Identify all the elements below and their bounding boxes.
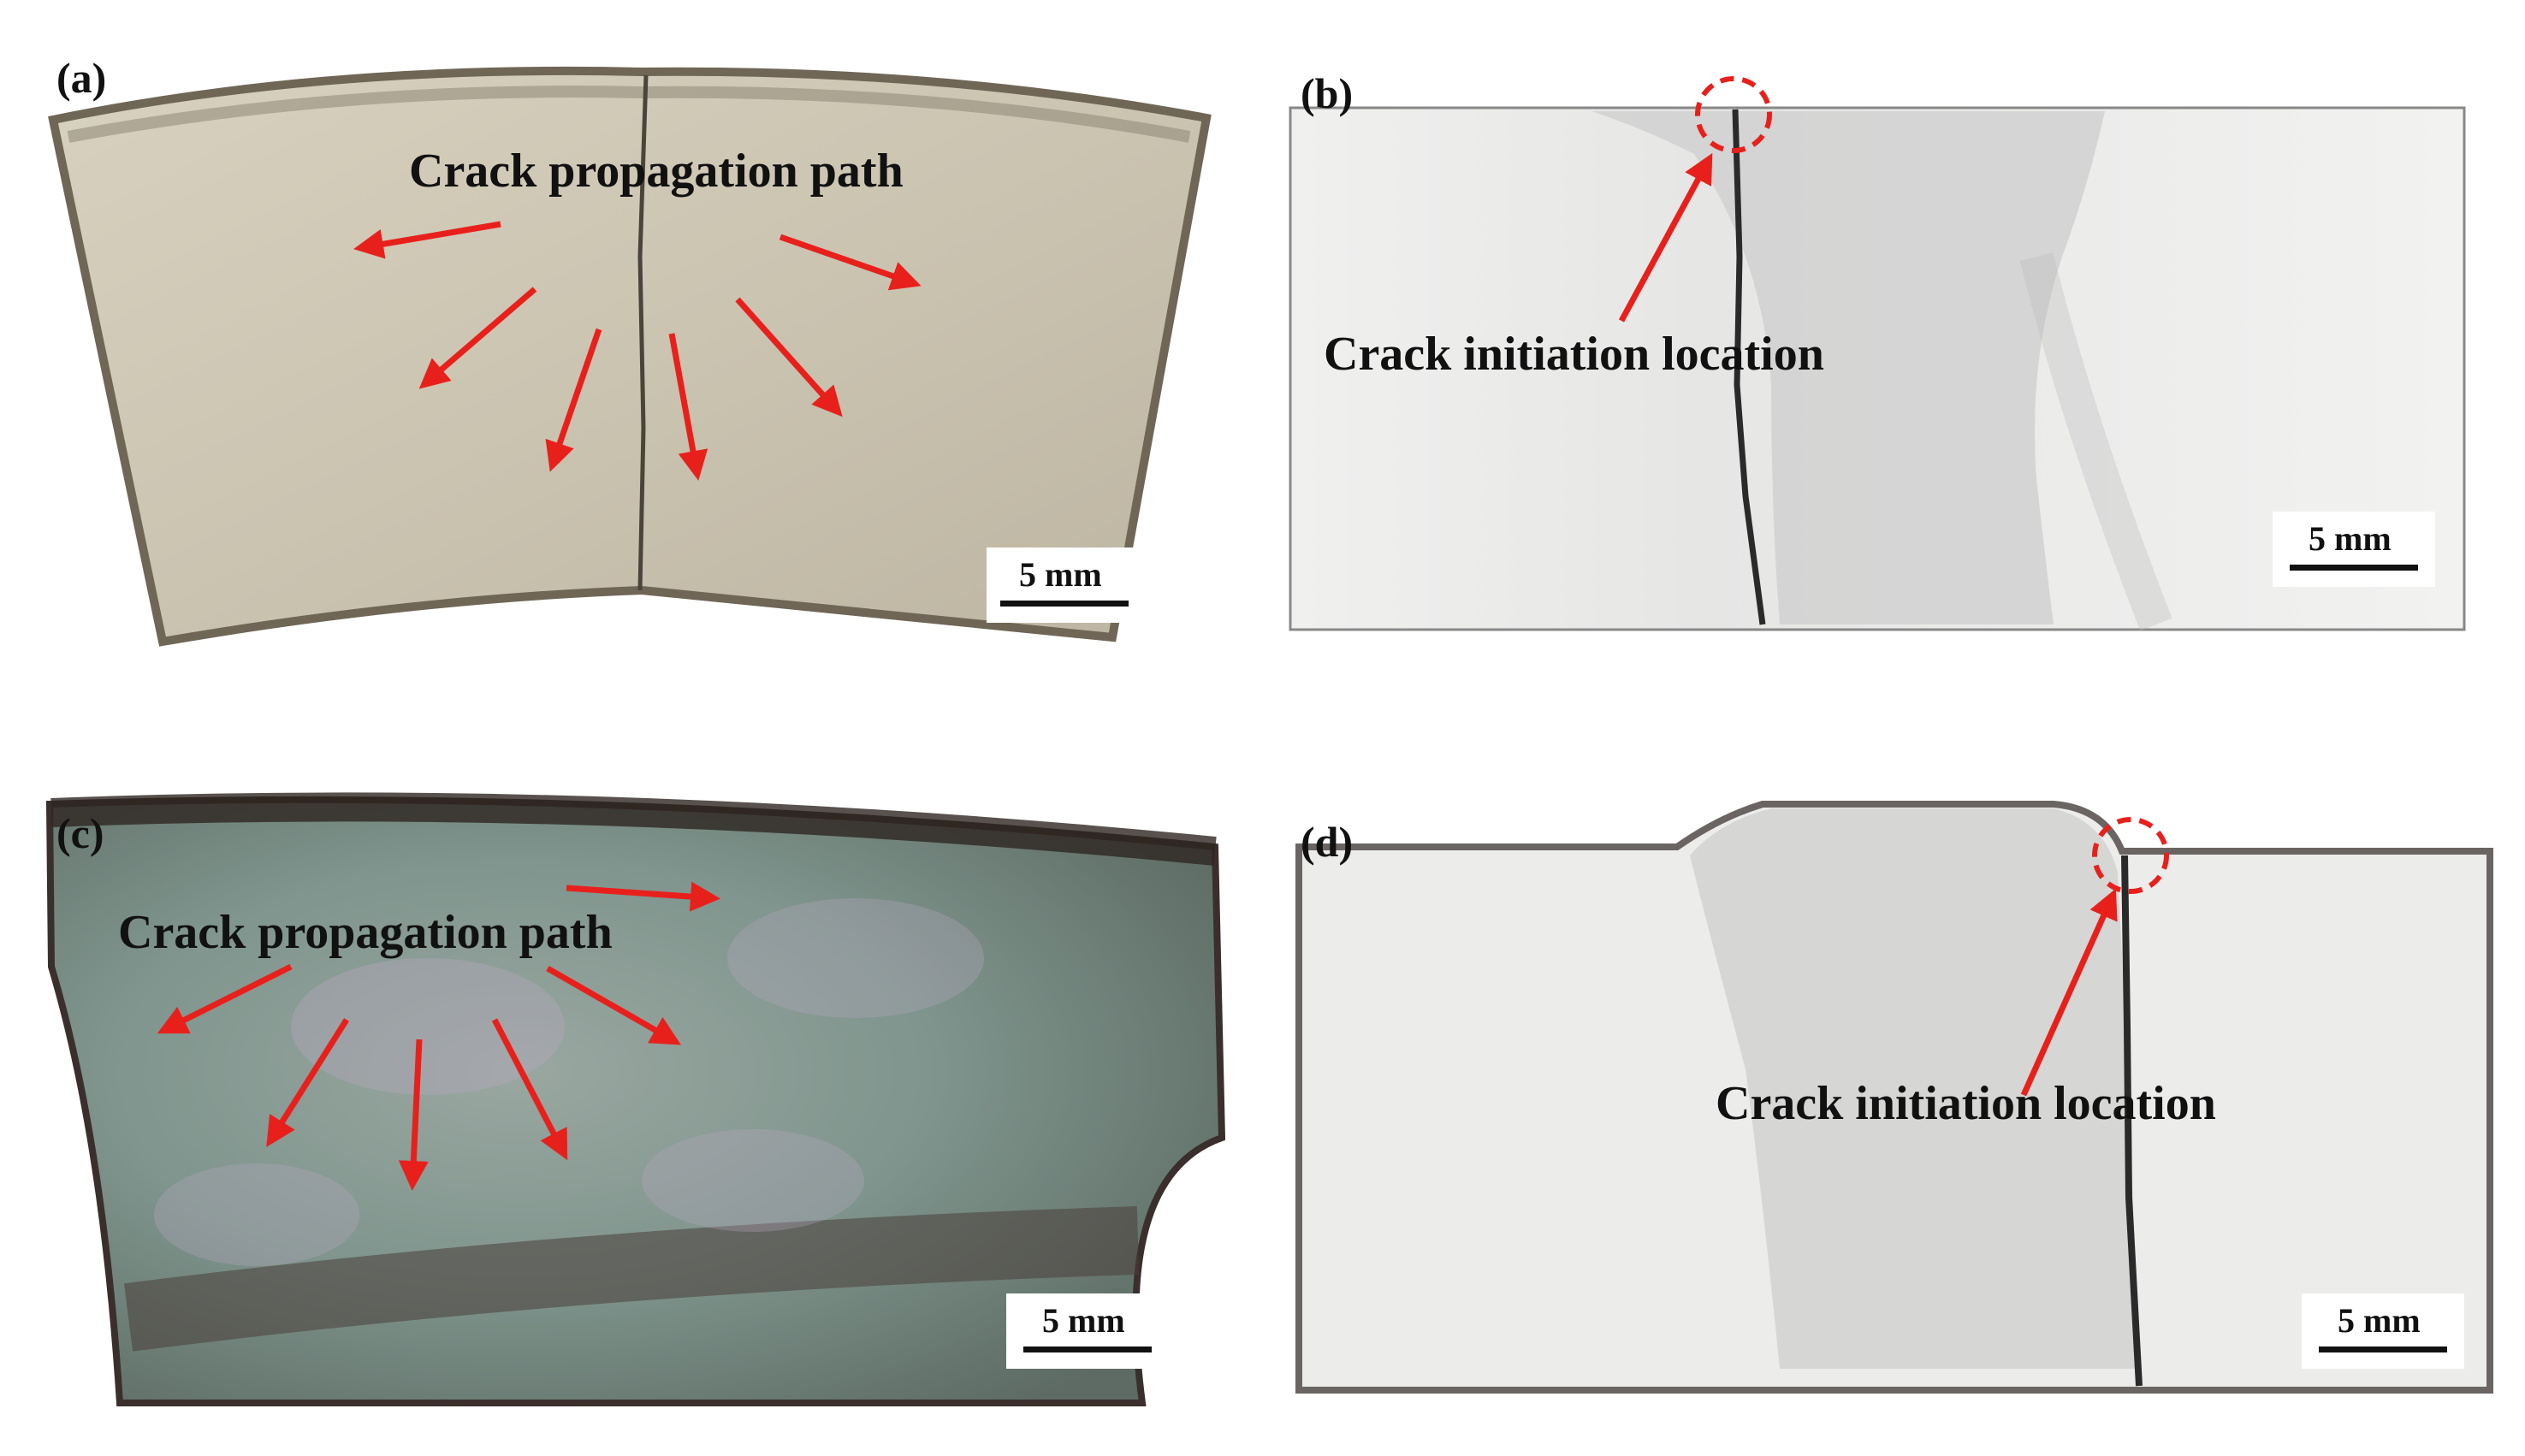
panel-caption: Crack initiation location (1324, 328, 1824, 381)
specimen-cross-section (1289, 106, 2466, 631)
panel-label: (d) (1301, 818, 1354, 866)
crack-propagation-arrows (157, 881, 720, 1191)
crack-line (2121, 855, 2143, 1387)
scale-bar-label: 5 mm (1019, 555, 1102, 594)
crack-propagation-arrows (353, 221, 922, 481)
arrow (1618, 152, 1713, 323)
scale-bar-box: 5 mm (1006, 1293, 1169, 1369)
scale-bar-box: 5 mm (2273, 512, 2435, 587)
arrow (2020, 888, 2118, 1097)
crack-initiation-marker (1695, 76, 1772, 153)
scale-bar-label: 5 mm (2309, 519, 2392, 558)
panel-label: (b) (1301, 69, 1354, 117)
arrow (418, 287, 537, 389)
scale-bar (1000, 601, 1129, 607)
arrow (546, 965, 682, 1045)
arrow (779, 234, 922, 291)
arrow (491, 1018, 568, 1161)
weld-zone (1690, 808, 2139, 1369)
panel-caption: Crack initiation location (1716, 1077, 2216, 1130)
specimen-cross-section (1295, 801, 2493, 1394)
scale-bar-box: 5 mm (2302, 1293, 2464, 1369)
crack-initiation-marker (2092, 817, 2169, 894)
arrow (398, 1039, 429, 1191)
arrow (266, 1018, 349, 1147)
scale-bar-box: 5 mm (987, 547, 1141, 623)
scale-bar-label: 5 mm (1042, 1301, 1125, 1340)
panel-caption: Crack propagation path (118, 906, 613, 959)
arrow (157, 963, 293, 1034)
scale-bar (2319, 1347, 2447, 1352)
arrow (353, 221, 501, 259)
arrow (545, 328, 602, 472)
crack-line (1732, 109, 1766, 625)
panel-label: (a) (56, 54, 107, 102)
arrow (668, 333, 708, 481)
arrow (735, 297, 843, 417)
scale-bar (1023, 1347, 1152, 1352)
arrow (566, 881, 720, 912)
panel-caption: Crack propagation path (409, 145, 904, 198)
panel-label: (c) (56, 809, 104, 857)
scale-bar (2290, 565, 2418, 571)
specimen-fracture-surface (45, 796, 1226, 1406)
weld-zone (1591, 111, 2105, 624)
scale-bar-label: 5 mm (2338, 1301, 2421, 1340)
crack-line (637, 74, 649, 591)
specimen-fracture-surface (48, 66, 1212, 647)
